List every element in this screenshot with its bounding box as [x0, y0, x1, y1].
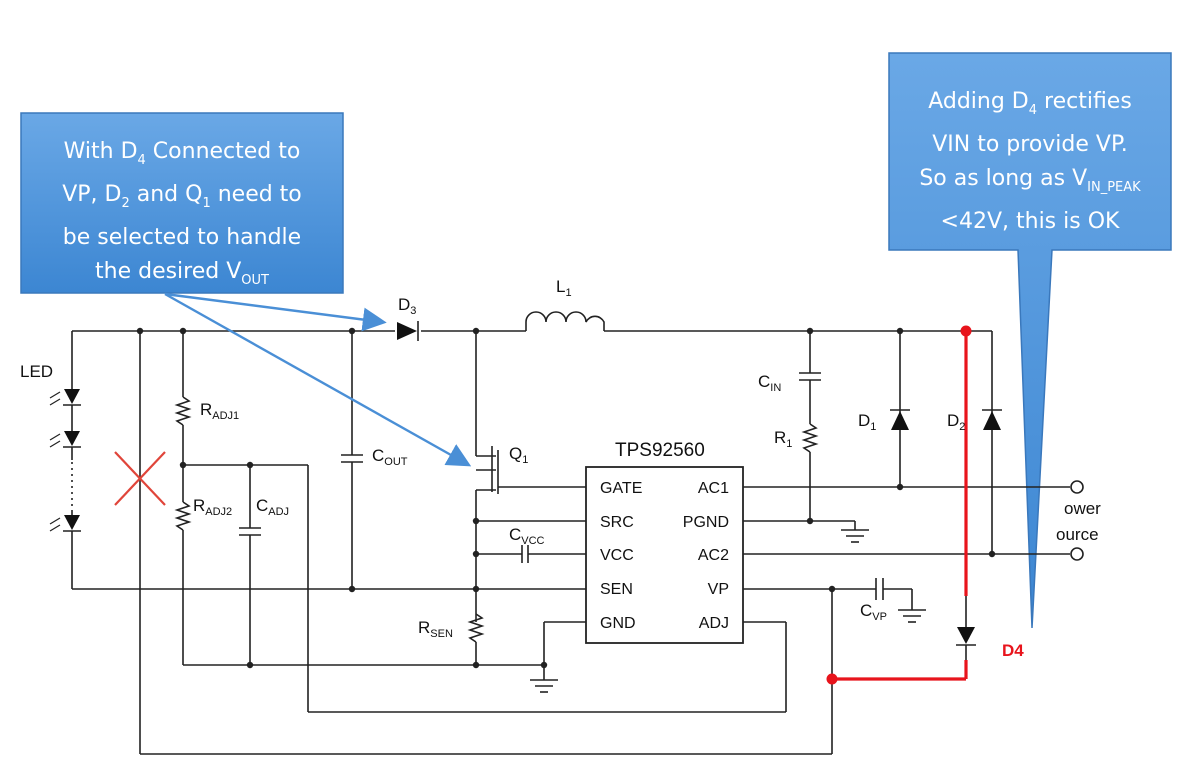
callout-right-line3: So as long as VIN_PEAK [919, 166, 1141, 195]
pin-vp: VP [708, 581, 729, 598]
q1-label: Q1 [509, 444, 528, 466]
cout-label: COUT [372, 446, 408, 468]
power-source-label-line2: ource [1056, 525, 1099, 544]
led-label: LED [20, 362, 53, 381]
pin-ac1: AC1 [698, 480, 729, 497]
callout-right-text: Adding D4 rectifies VIN to provide VP. S… [889, 53, 1171, 250]
rsen-label: RSEN [418, 618, 453, 640]
callout-left-line2: VP, D2 and Q1 need to [62, 182, 302, 211]
l1-label: L1 [556, 277, 572, 299]
d3-diode [397, 321, 419, 341]
gnd-wiring [530, 621, 586, 693]
cout-capacitor [341, 331, 363, 589]
callout-right-box [888, 52, 1172, 629]
callout-left-line3: be selected to handle [62, 225, 302, 250]
radj-network [174, 331, 787, 713]
power-source-label-line1: ower [1064, 499, 1101, 518]
d3-label: D3 [398, 295, 416, 317]
d2-label: D2 [947, 411, 965, 433]
r1-label: R1 [774, 428, 792, 450]
pin-src: SRC [600, 514, 634, 531]
power-terminal-ac1 [1070, 480, 1084, 494]
rsen-resistor [467, 613, 485, 665]
callout-left-box [20, 112, 344, 294]
d4-label: D4 [1002, 641, 1024, 660]
callout-left-line4: the desired VOUT [95, 259, 269, 288]
callout-left-line1: With D4 Connected to [63, 139, 301, 168]
cin-label: CIN [758, 372, 781, 394]
pin-adj: ADJ [699, 615, 729, 632]
right-side-wiring [743, 486, 1070, 623]
callout-right-line1: Adding D4 rectifies [928, 89, 1132, 118]
l1-inductor [525, 311, 605, 331]
pin-pgnd: PGND [683, 514, 729, 531]
radj1-label: RADJ1 [200, 400, 239, 422]
tps92560-ic [585, 466, 744, 644]
cadj-label: CADJ [256, 496, 289, 518]
power-terminal-ac2 [1070, 547, 1084, 561]
callout-arrows [164, 292, 472, 467]
ic-part-number: TPS92560 [615, 440, 705, 461]
cvcc-label: CVCC [509, 525, 545, 547]
d1-label: D1 [858, 411, 876, 433]
junction-dots [136, 327, 996, 669]
d1-diode [890, 331, 910, 487]
cvp-label: CVP [860, 601, 887, 623]
cin-r1-branch [799, 331, 821, 521]
pin-gate: GATE [600, 480, 642, 497]
q1-mosfet [475, 331, 586, 622]
d2-diode [982, 331, 1002, 554]
d4-added-path [826, 325, 976, 685]
radj2-label: RADJ2 [193, 496, 232, 518]
callout-left-text: With D4 Connected to VP, D2 and Q1 need … [21, 113, 343, 293]
callout-right-line2: VIN to provide VP. [932, 132, 1128, 157]
pin-vcc: VCC [600, 547, 634, 564]
callout-right-line4: <42V, this is OK [940, 209, 1120, 234]
led-string [49, 331, 81, 589]
pin-sen: SEN [600, 581, 633, 598]
pin-gnd: GND [600, 615, 636, 632]
removed-connection-x [114, 451, 166, 506]
adj-feedback-wire [139, 331, 833, 755]
pin-ac2: AC2 [698, 547, 729, 564]
cvcc-capacitor [476, 545, 586, 563]
